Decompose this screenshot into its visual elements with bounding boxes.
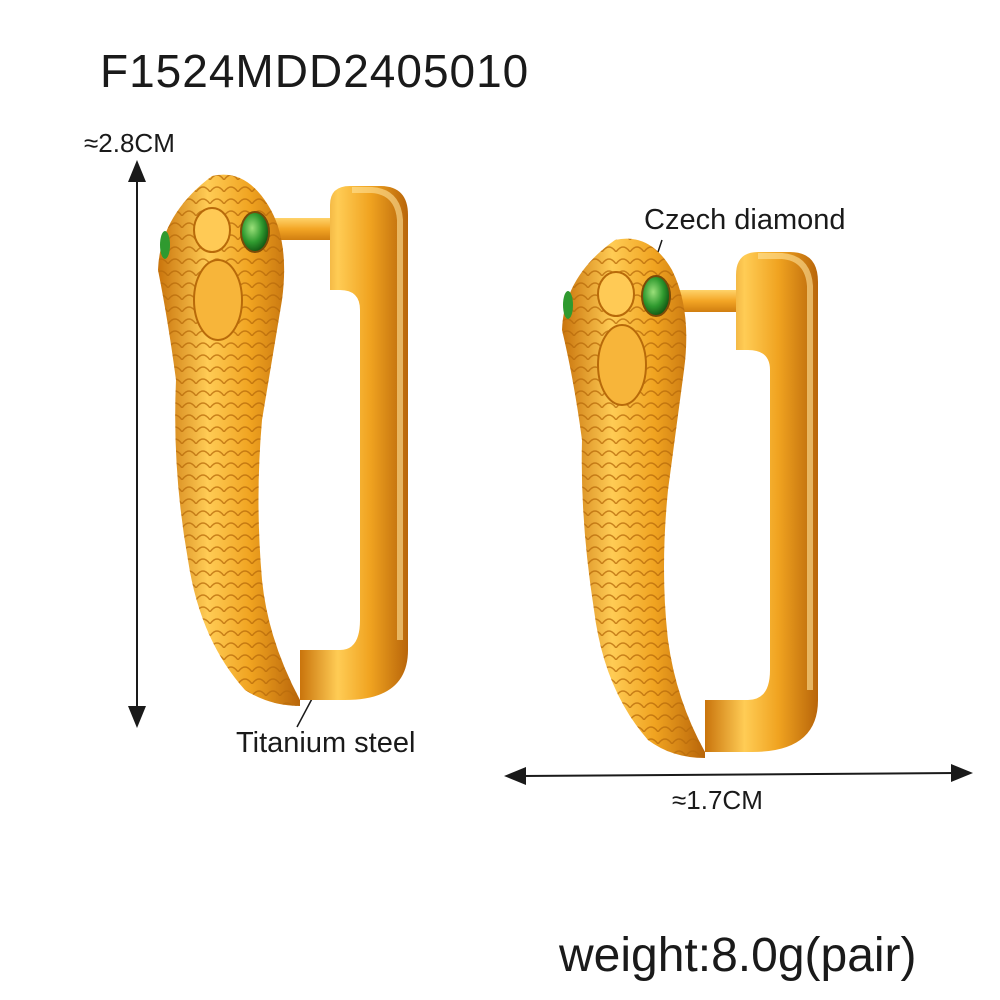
height-measurement-label: ≈2.8CM xyxy=(84,128,175,158)
product-weight: weight:8.0g(pair) xyxy=(559,929,917,982)
material-callout-label: Titanium steel xyxy=(236,727,416,759)
right-earring-image xyxy=(562,238,818,758)
left-earring-image xyxy=(158,174,408,707)
stone-callout-label: Czech diamond xyxy=(644,204,846,236)
width-measurement-label: ≈1.7CM xyxy=(672,785,763,815)
product-sku: F1524MDD2405010 xyxy=(100,45,530,97)
height-dimension-arrow xyxy=(128,160,146,728)
width-dimension-arrow xyxy=(504,764,973,785)
